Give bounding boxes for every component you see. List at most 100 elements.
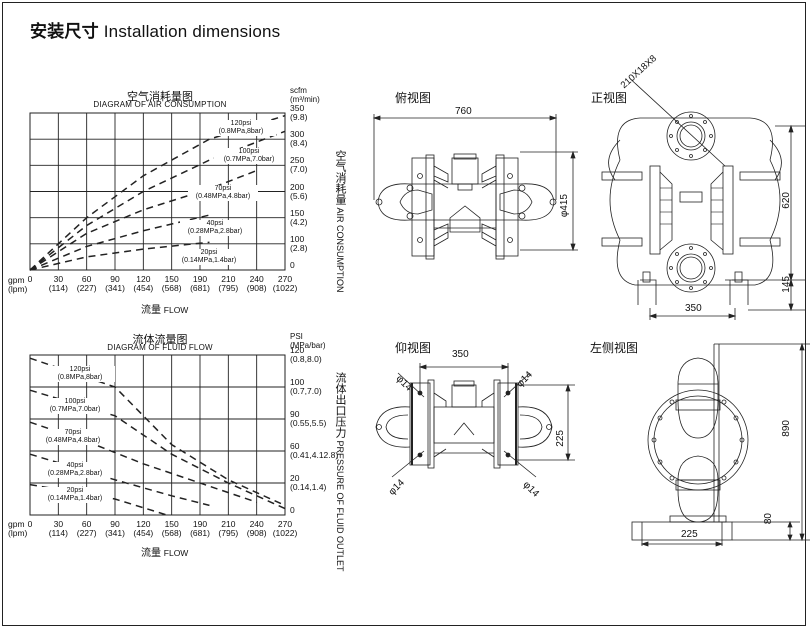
manifold-port-right [499,189,533,215]
series-label-secondary: (0.7MPa,7.0bar) [40,406,110,414]
clamp-top [675,399,721,411]
x-tick-label-secondary: (341) [105,528,125,538]
x-tick-label: 0 [27,519,33,529]
manifold [377,183,555,221]
x-tick-label-secondary: (795) [218,283,239,293]
air-chart-title: 空气消耗量图 [127,91,193,103]
page-title: 安装尺寸 Installation dimensions [30,17,280,42]
y-tick-label-secondary: (7.0) [290,164,308,175]
x-tick-label: 30 [53,519,64,529]
series-label-secondary: (0.48MPa,4.8bar) [188,193,258,201]
fluid-y-label-en: PRESSURE OF FLUID OUTLET [335,440,345,572]
bottom-view-width-dim: 350 [452,349,469,360]
dim-arrow [799,342,805,542]
dim-arrow [640,541,724,547]
y-tick-label: 0 [290,260,295,270]
side-view-title: 左侧视图 [590,341,639,355]
top-view-title: 俯视图 [395,91,432,105]
x-tick-label-secondary: (454) [133,528,154,538]
side-view-base-dim: 225 [681,529,698,540]
flange-leader [630,80,726,167]
x-tick-label: 270 [277,519,293,529]
front-view-base-dim: 350 [685,303,702,314]
dim-arrow [788,124,794,312]
x-tick-label: 210 [221,274,236,284]
y-tick-label: 0 [290,505,295,515]
y-tick-label: 350 [290,103,305,113]
x-tick-label: 90 [110,519,120,529]
series-label: 40psi [180,220,250,228]
series-label: 20psi [174,249,244,257]
x-tick-label-secondary: (795) [218,528,239,538]
bolt-bar [601,237,643,247]
fluid-x-unit-secondary: (lpm) [8,528,28,538]
chamber-right [495,157,519,257]
series-label-secondary: (0.48MPa,4.8bar) [38,437,108,445]
bottom-view-title: 仰视图 [395,341,432,355]
y-tick-label-secondary: (0.14,1.4) [290,482,327,492]
foot-right [729,279,749,305]
chamber-left [411,157,435,257]
x-tick-label-secondary: (341) [105,283,125,293]
series-label: 70psi [38,429,108,437]
x-tick-label-secondary: (908) [246,283,267,293]
series-label: 120psi [45,366,115,374]
x-tick-label-secondary: (227) [76,528,97,538]
x-tick-label: 120 [136,519,151,529]
series-line-100psi [29,389,286,510]
air-x-label-cn: 流量 [141,305,161,316]
x-tick-label: 150 [164,519,179,529]
x-tick-label: 120 [136,274,151,284]
y-tick-label: 100 [290,233,305,244]
series-label-secondary: (0.28MPa,2.8bar) [180,228,250,236]
air-x-label: 流量 FLOW [141,301,188,316]
x-tick-label-secondary: (908) [246,528,267,538]
bolt-bar [739,171,781,181]
air-valve [451,384,477,408]
y-tick-label: 200 [290,181,305,192]
series-line-120psi [29,114,286,271]
center-block [449,205,481,233]
series-line-100psi [29,130,286,271]
bottom-flange-bolts [669,246,713,290]
air-x-unit-secondary: (lpm) [8,284,28,294]
series-label-secondary: (0.8MPa,8bar) [45,374,115,382]
air-y-label-cn: 空气消耗量 [334,150,346,205]
fluid-y-unit: PSI (MPa/bar) [290,332,326,350]
x-tick-label-secondary: (681) [190,528,210,538]
rib-left [433,165,449,247]
y-tick-label: 20 [290,473,300,483]
fluid-x-label-cn: 流量 [141,548,161,559]
x-tick-label-secondary: (1022) [272,528,298,538]
x-tick-label: 30 [53,274,64,284]
y-tick-label: 120 [290,345,305,355]
center-body [433,406,495,444]
series-label-secondary: (0.28MPa,2.8bar) [40,470,110,478]
fluid-y-label-cn: 流体出口压力 [334,372,346,438]
x-tick-label: 90 [110,274,120,284]
dim-arrow [648,313,737,319]
fluid-chart-subtitle: DIAGRAM OF FLUID FLOW [107,343,213,352]
x-tick-label-secondary: (568) [161,283,182,293]
y-tick-label-secondary: (4.2) [290,216,308,227]
bolt-bar [739,237,781,247]
top-view-width-dim: 760 [455,106,472,117]
series-label: 100psi [40,398,110,406]
series-label: 100psi [214,148,284,156]
body-outline [609,159,781,286]
bottom-view-drawing [375,363,575,478]
air-y-unit-primary: scfm [290,86,307,95]
x-tick-label: 150 [164,274,179,284]
bolt-bar [601,171,643,181]
fluid-y-label: 流体出口压力 PRESSURE OF FLUID OUTLET [332,372,348,572]
rib-left [659,171,673,251]
series-label-secondary: (0.8MPa,8bar) [206,128,276,136]
frame-left [409,382,431,466]
y-tick-label-secondary: (8.4) [290,138,308,149]
fluid-chart-title: 流体流量图 [132,334,188,346]
y-tick-label: 250 [290,155,305,166]
side-view-drawing [631,342,810,547]
y-tick-label: 150 [290,207,305,218]
y-tick-label-secondary: (5.6) [290,190,308,201]
